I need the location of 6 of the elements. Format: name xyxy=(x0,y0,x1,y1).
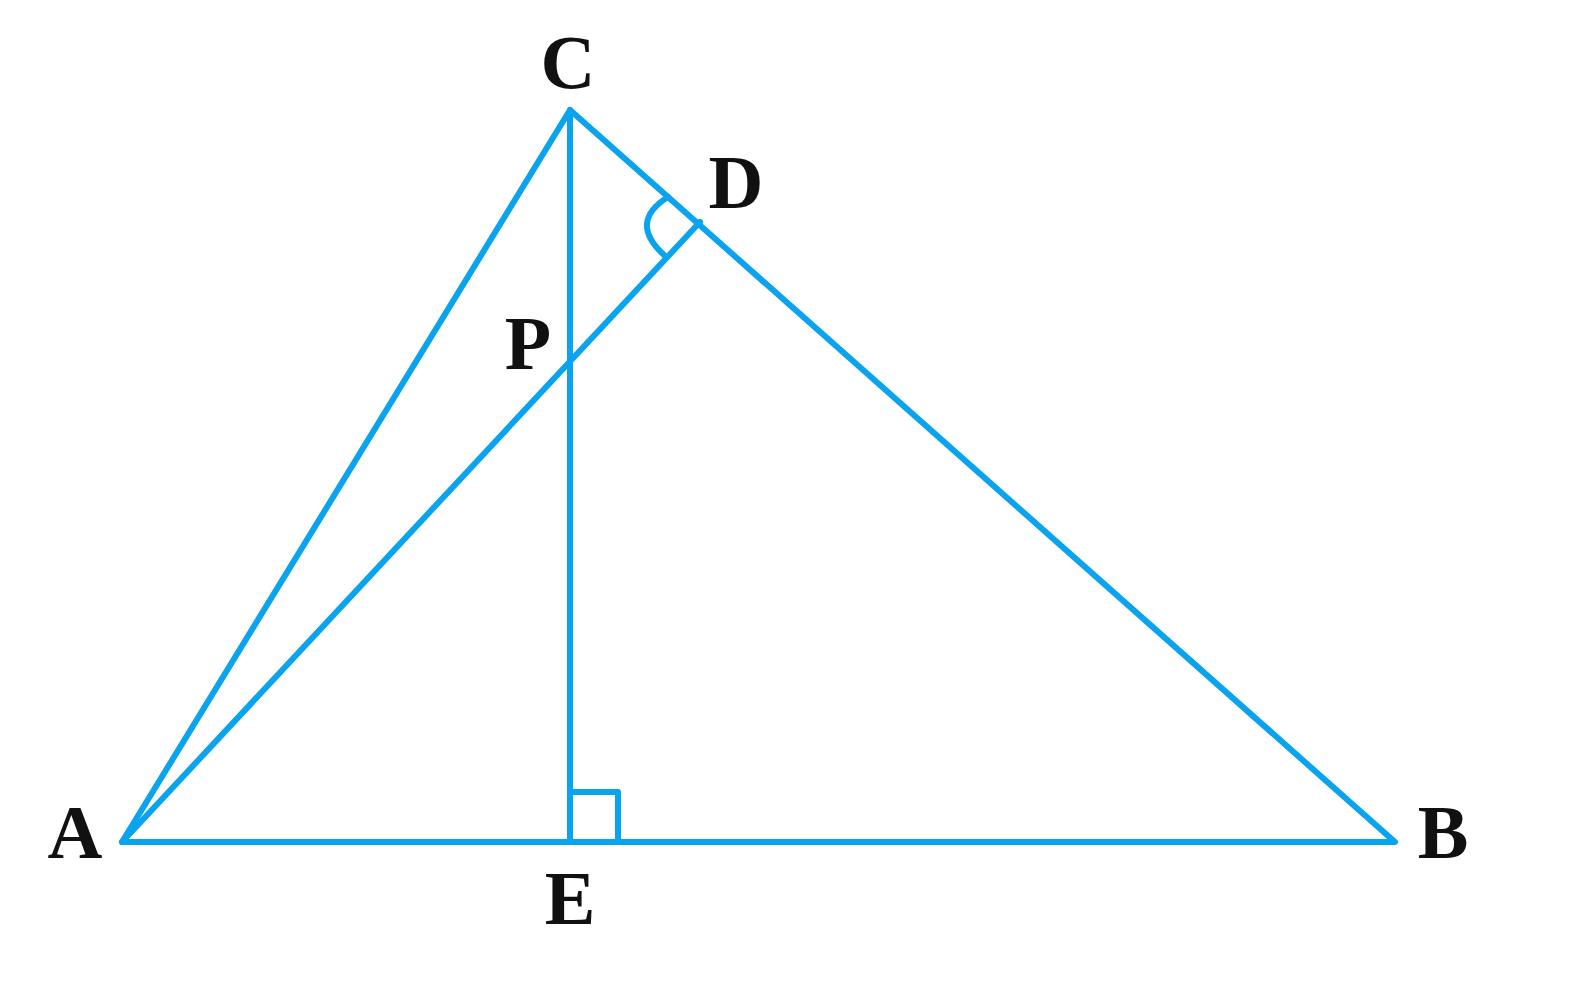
point-label: E xyxy=(544,860,596,936)
point-label: C xyxy=(540,24,596,100)
point-label: B xyxy=(1417,794,1469,870)
point-label: A xyxy=(47,794,103,870)
point-label: D xyxy=(708,144,764,220)
point-label: P xyxy=(504,305,552,381)
